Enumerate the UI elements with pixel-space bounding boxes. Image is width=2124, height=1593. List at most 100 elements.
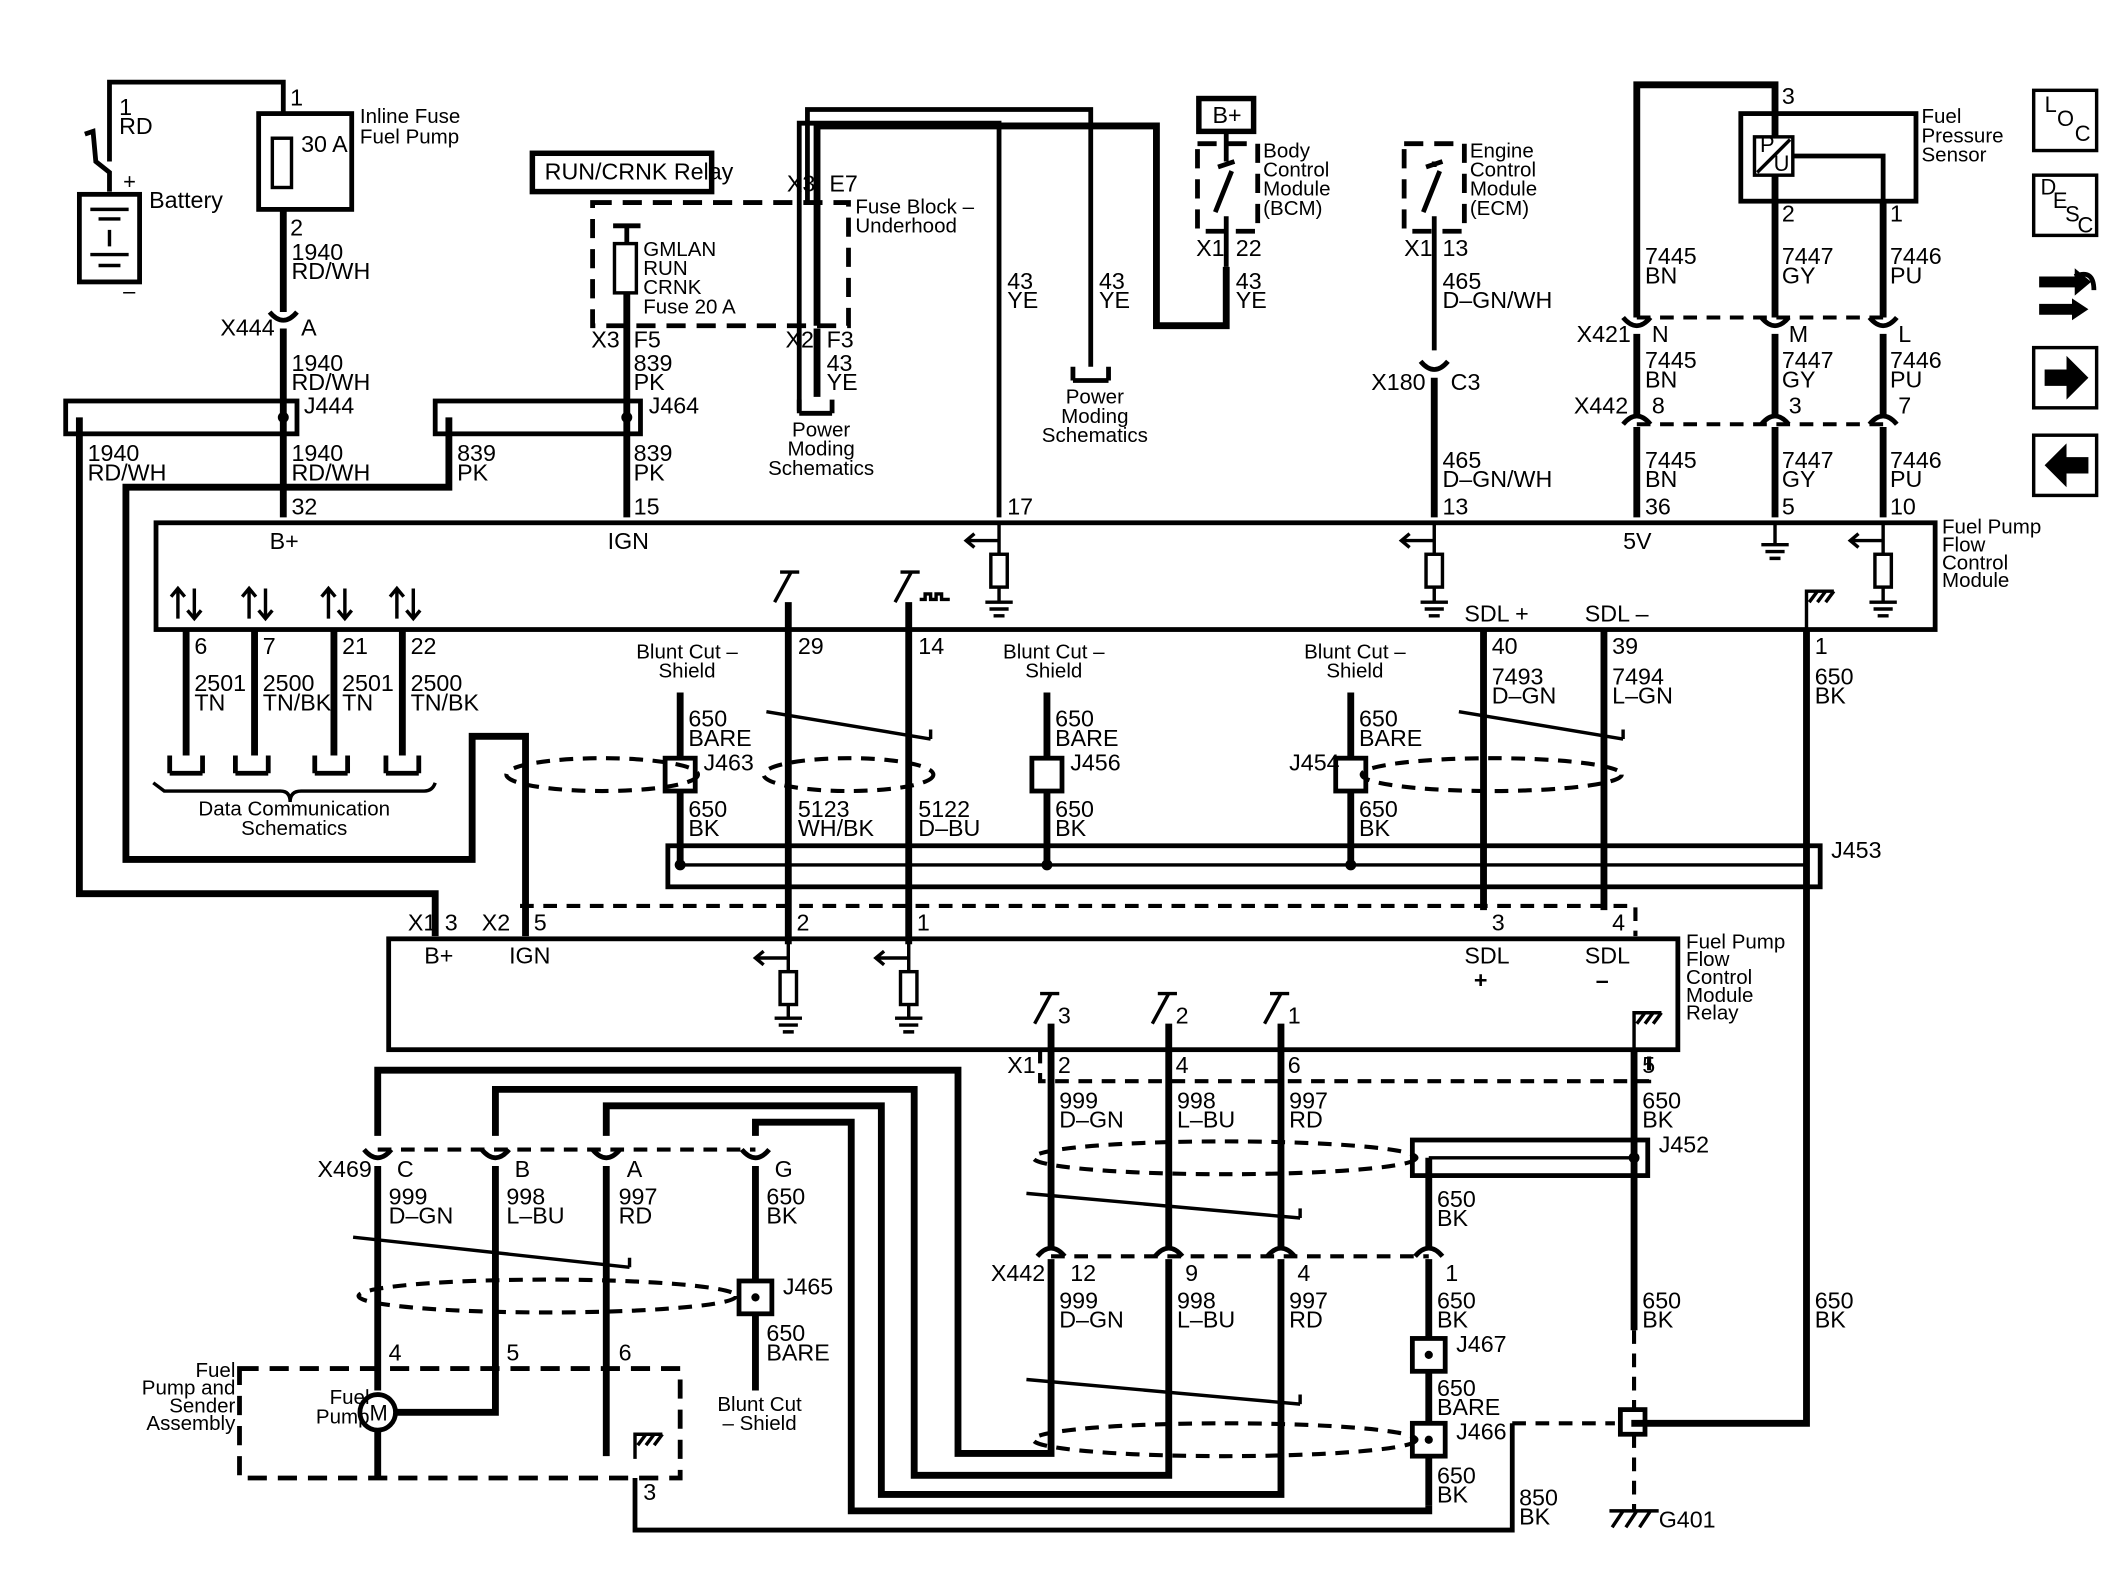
chassis-ground-icon (1804, 589, 1836, 630)
svg-text:2501: 2501 (342, 670, 394, 696)
svg-text:2: 2 (797, 910, 810, 936)
svg-text:650: 650 (1055, 796, 1094, 822)
svg-text:2: 2 (1782, 201, 1795, 227)
svg-text:J452: J452 (1659, 1131, 1709, 1157)
battery-circuit: 1 RD + – Battery (76, 79, 286, 303)
svg-text:998: 998 (1177, 1287, 1216, 1313)
fuse-box (256, 111, 355, 212)
ecm: Engine Control Module (ECM) X1 13 465 D–… (1371, 141, 1552, 518)
connector-tool-icon[interactable] (2039, 268, 2097, 321)
svg-text:BK: BK (1642, 1307, 1674, 1333)
svg-text:17: 17 (1007, 494, 1033, 520)
svg-text:RD/WH: RD/WH (88, 459, 167, 485)
fuse-icon (270, 136, 294, 190)
back-arrow-button[interactable] (2031, 433, 2099, 498)
svg-text:5: 5 (534, 910, 547, 936)
svg-text:7446: 7446 (1890, 447, 1942, 473)
svg-text:9: 9 (1185, 1260, 1198, 1286)
svg-text:650: 650 (1642, 1088, 1681, 1114)
svg-text:1940: 1940 (292, 440, 344, 466)
svg-text:E7: E7 (829, 171, 857, 197)
svg-text:SDL –: SDL – (1585, 600, 1649, 626)
svg-text:D–BU: D–BU (918, 815, 980, 841)
svg-text:SDL: SDL (1464, 942, 1509, 968)
splice-j465 (736, 1278, 775, 1317)
svg-text:D: D (2041, 174, 2057, 199)
svg-text:A: A (627, 1156, 643, 1182)
nav-desc-button[interactable]: D E S C (2031, 173, 2099, 238)
svg-text:PU: PU (1890, 366, 1922, 392)
svg-text:998: 998 (506, 1183, 545, 1209)
svg-text:998: 998 (1177, 1088, 1216, 1114)
svg-text:7447: 7447 (1782, 347, 1834, 373)
data-comm-wires: 6 7 21 22 2501 TN 2500 TN/BK 2501 TN 250… (152, 629, 480, 841)
svg-text:GY: GY (1782, 262, 1816, 288)
svg-text:7: 7 (263, 633, 276, 659)
svg-text:3: 3 (1492, 910, 1505, 936)
svg-text:13: 13 (1442, 235, 1468, 261)
svg-text:2500: 2500 (263, 670, 315, 696)
fuse-rating: 30 A (301, 131, 348, 157)
svg-text:WH/BK: WH/BK (798, 815, 875, 841)
connector-x444: X444 (220, 314, 274, 340)
relay-input-1 (873, 938, 923, 1034)
svg-text:YE: YE (1007, 287, 1038, 313)
splice-j444: J444 1940 RD/WH 1940 RD/WH (63, 392, 439, 937)
svg-text:BARE: BARE (1437, 1394, 1500, 1420)
module-input-17 (963, 522, 1013, 618)
svg-text:650: 650 (1359, 706, 1398, 732)
fuel-pump-sender-assembly (237, 1366, 683, 1481)
svg-text:7494: 7494 (1612, 663, 1664, 689)
svg-text:2500: 2500 (411, 670, 463, 696)
relay-input-2 (752, 938, 802, 1034)
svg-text:+: + (1474, 967, 1488, 993)
svg-text:TN/BK: TN/BK (263, 689, 332, 715)
wire-1-label: 1 (119, 94, 132, 120)
svg-text:BK: BK (1437, 1205, 1469, 1231)
forward-arrow-button[interactable] (2031, 345, 2099, 410)
fuel-pump-flow-control-module: 32 15 17 13 36 5 10 B+ IGN 5V SDL + SDL … (153, 494, 2041, 632)
ground-g401: G401 (1659, 1506, 1716, 1532)
svg-text:29: 29 (798, 633, 824, 659)
svg-text:8: 8 (1652, 392, 1665, 418)
svg-text:43: 43 (827, 350, 853, 376)
svg-text:PK: PK (457, 459, 489, 485)
svg-text:650: 650 (1815, 1287, 1854, 1313)
svg-text:RD/WH: RD/WH (292, 369, 371, 395)
svg-text:999: 999 (1059, 1088, 1098, 1114)
svg-text:5V: 5V (1623, 528, 1652, 554)
svg-text:J456: J456 (1070, 749, 1120, 775)
splice-j452 (1409, 1137, 1651, 1178)
svg-text:X442: X442 (1574, 392, 1628, 418)
svg-text:2: 2 (1058, 1052, 1071, 1078)
data-comm-label: Data Communication Schematics (198, 800, 391, 841)
svg-text:BK: BK (1519, 1504, 1551, 1530)
svg-text:PK: PK (634, 459, 666, 485)
svg-text:X421: X421 (1577, 321, 1631, 347)
svg-text:6: 6 (194, 633, 207, 659)
svg-text:YE: YE (827, 369, 858, 395)
svg-text:650: 650 (1437, 1287, 1476, 1313)
svg-text:X1: X1 (1404, 235, 1432, 261)
svg-text:E: E (2053, 188, 2068, 213)
svg-text:5122: 5122 (918, 796, 970, 822)
svg-text:C: C (2075, 121, 2091, 146)
svg-text:839: 839 (634, 350, 673, 376)
battery-label: Battery (149, 187, 223, 213)
svg-text:YE: YE (1236, 287, 1267, 313)
svg-text:BK: BK (1815, 682, 1847, 708)
svg-text:12: 12 (1070, 1260, 1096, 1286)
svg-text:1: 1 (1445, 1260, 1458, 1286)
svg-text:–: – (123, 278, 136, 303)
svg-text:PK: PK (634, 369, 666, 395)
shield-label-1: Blunt Cut – Shield (636, 643, 738, 683)
svg-text:7445: 7445 (1645, 347, 1697, 373)
switch-14 (893, 570, 950, 603)
nav-loc-button[interactable]: L O C (2031, 88, 2099, 153)
svg-text:5: 5 (1642, 1052, 1655, 1078)
svg-text:L–BU: L–BU (1177, 1307, 1235, 1333)
data-comm-arrows (169, 585, 422, 622)
svg-text:13: 13 (1442, 494, 1468, 520)
svg-text:3: 3 (445, 910, 458, 936)
